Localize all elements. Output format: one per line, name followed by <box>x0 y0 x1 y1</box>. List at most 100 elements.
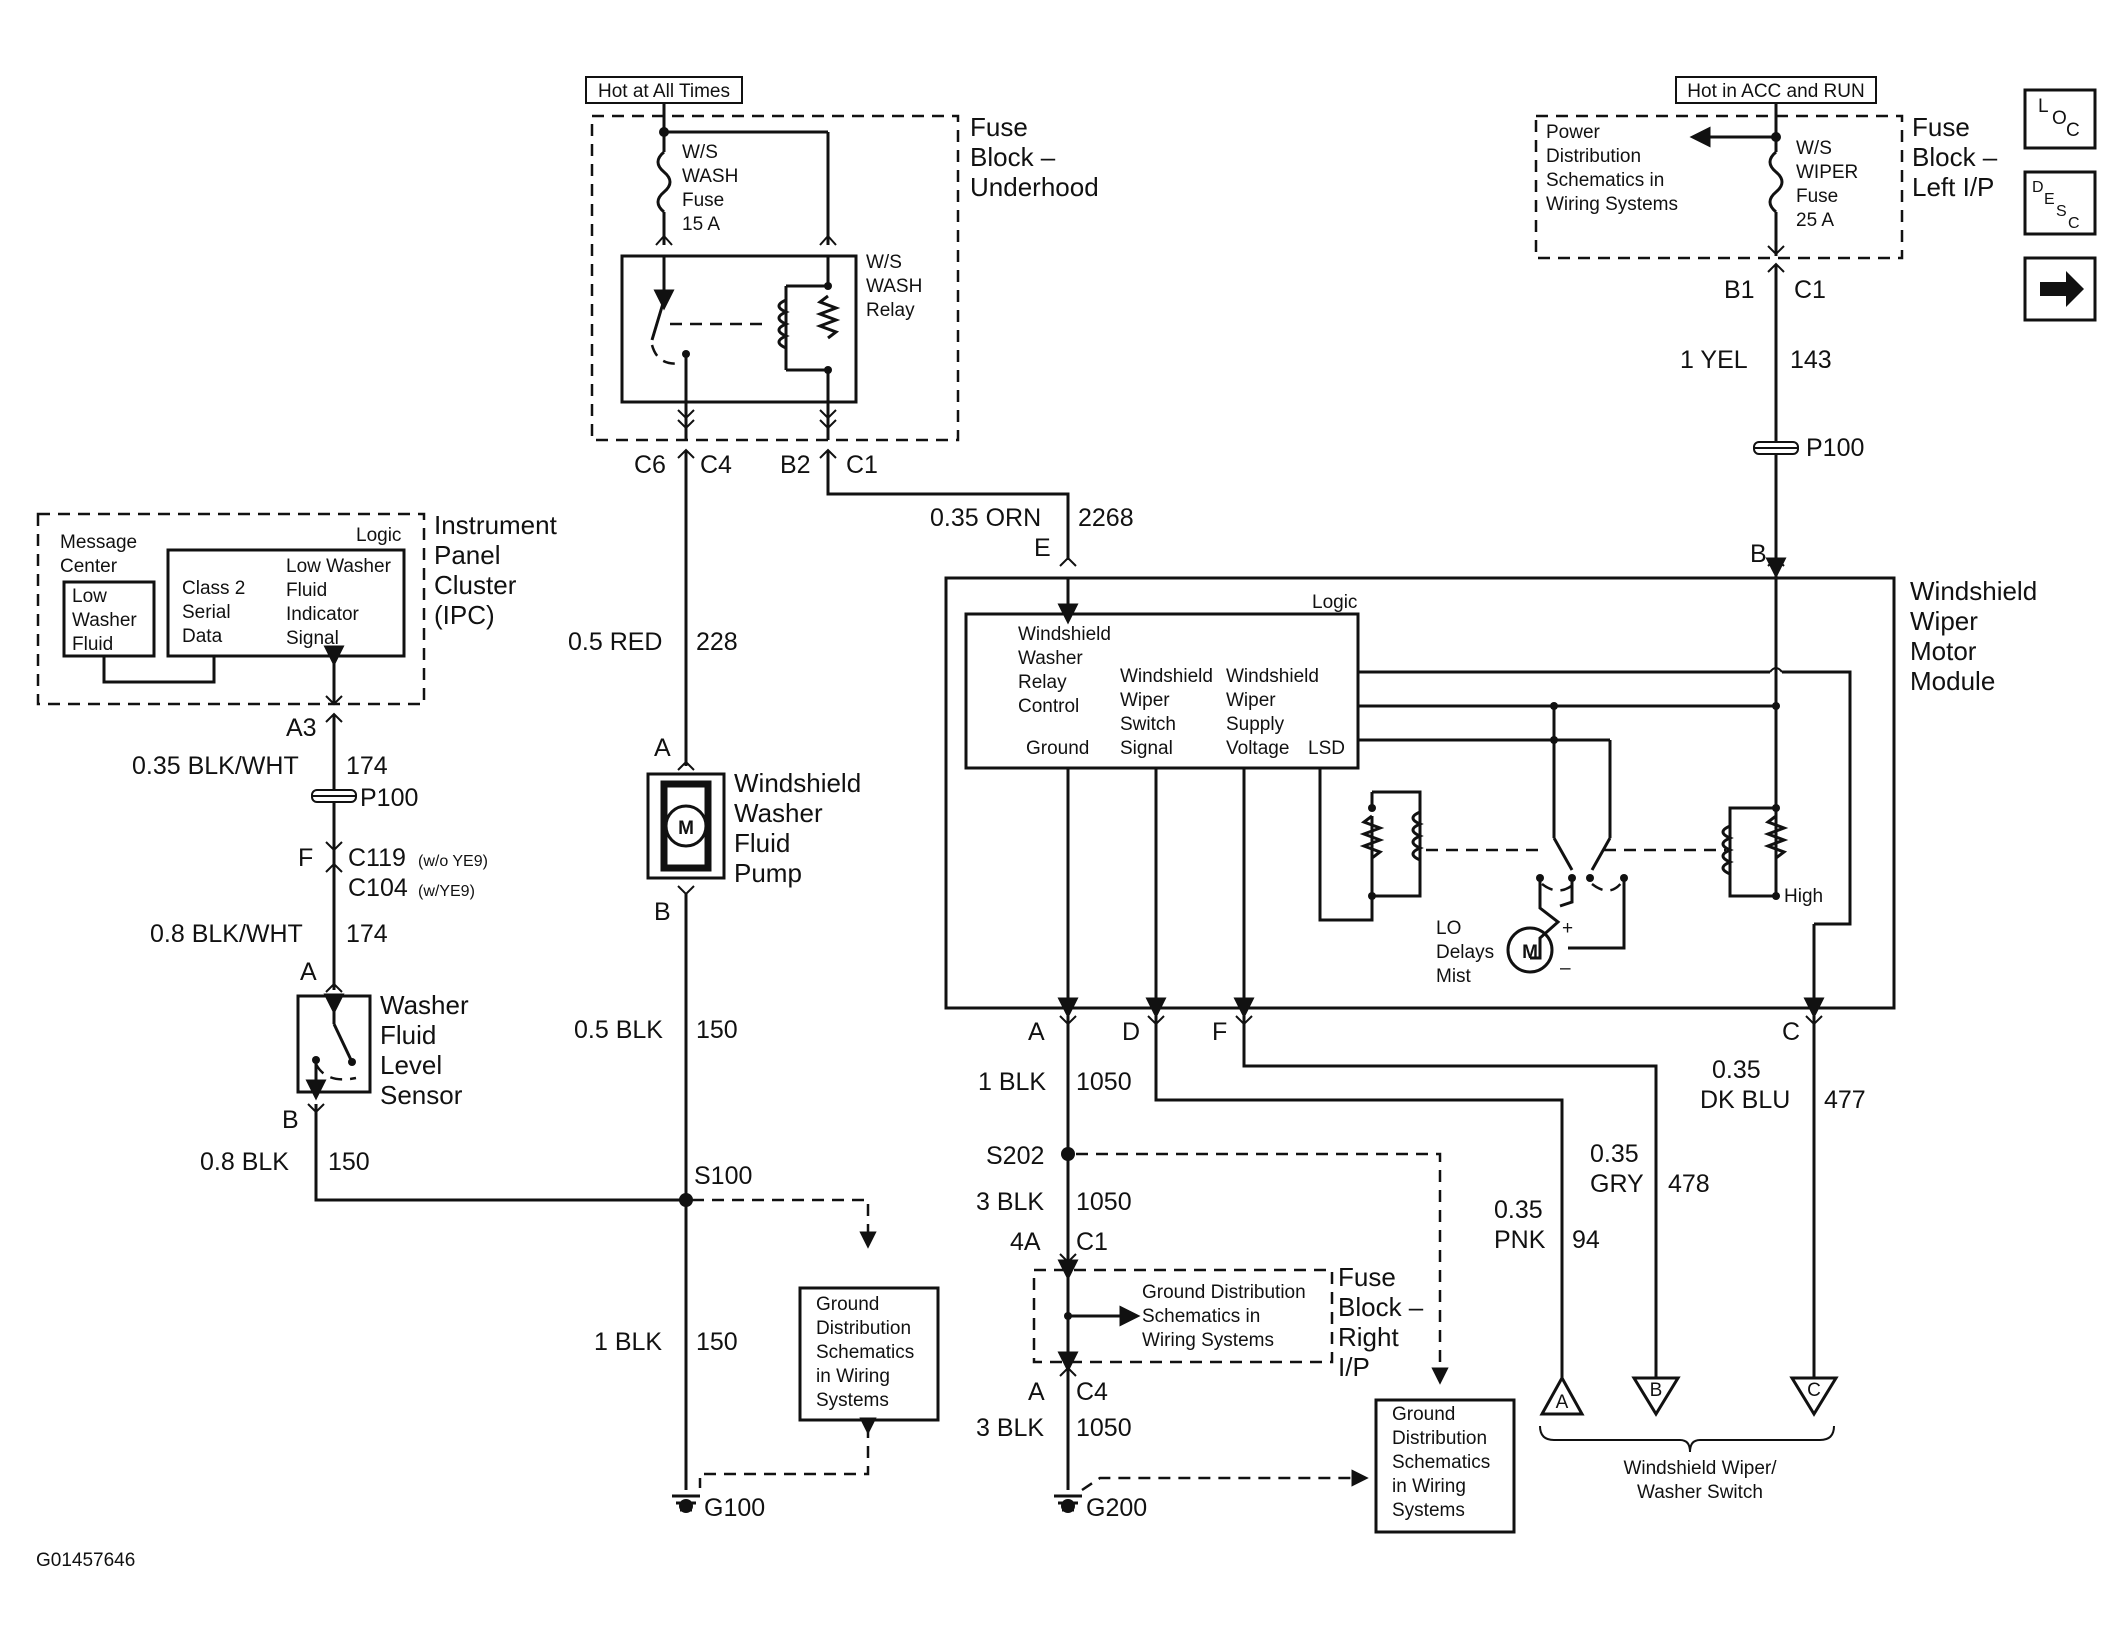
svg-text:478: 478 <box>1668 1170 1710 1198</box>
svg-text:Voltage: Voltage <box>1226 738 1289 759</box>
desc-button[interactable]: D E S C <box>2023 170 2097 236</box>
svg-text:143: 143 <box>1790 346 1832 374</box>
svg-text:D: D <box>1122 1018 1140 1046</box>
svg-text:Fuse: Fuse <box>682 190 724 211</box>
fuse-block-left-ip: Fuse Block – Left I/P Power Distribution… <box>1534 103 1998 568</box>
svg-text:Ground Distribution: Ground Distribution <box>1142 1282 1306 1303</box>
svg-text:High: High <box>1784 886 1823 907</box>
svg-text:Module: Module <box>1910 666 1995 696</box>
svg-text:Left I/P: Left I/P <box>1912 172 1994 202</box>
svg-text:15 A: 15 A <box>682 214 720 235</box>
svg-text:94: 94 <box>1572 1226 1600 1254</box>
wiper-switch-circuits: 0.35 PNK 94 0.35 GRY 478 0.35 DK BLU 477… <box>1154 1016 1866 1503</box>
svg-text:Fuse: Fuse <box>1338 1262 1396 1292</box>
svg-text:I/P: I/P <box>1338 1352 1370 1382</box>
svg-text:Message: Message <box>60 532 137 553</box>
svg-text:C4: C4 <box>700 451 732 479</box>
loc-button[interactable]: L O C <box>2023 88 2097 150</box>
svg-text:B: B <box>654 898 671 926</box>
g100-ground-icon <box>672 1494 700 1513</box>
svg-text:Ground: Ground <box>1026 738 1089 759</box>
svg-text:Ground: Ground <box>816 1294 879 1315</box>
module-output-pins: A D F C <box>1028 1015 1823 1046</box>
svg-text:0.5 RED: 0.5 RED <box>568 628 662 656</box>
svg-text:Data: Data <box>182 626 223 647</box>
svg-text:Instrument: Instrument <box>434 510 558 540</box>
svg-text:Class 2: Class 2 <box>182 578 245 599</box>
svg-text:C6: C6 <box>634 451 666 479</box>
figure-id: G01457646 <box>36 1550 135 1571</box>
svg-text:–: – <box>1560 958 1571 979</box>
terminal-a-icon <box>1539 1374 1585 1416</box>
svg-text:Wiring Systems: Wiring Systems <box>1142 1330 1274 1351</box>
terminal-b-icon <box>1631 1376 1681 1417</box>
svg-text:Ground: Ground <box>1392 1404 1455 1425</box>
svg-text:0.35: 0.35 <box>1494 1196 1543 1224</box>
svg-text:Distribution: Distribution <box>816 1318 911 1339</box>
svg-text:Low Washer: Low Washer <box>286 556 392 577</box>
svg-text:Distribution: Distribution <box>1546 146 1641 167</box>
svg-text:DK BLU: DK BLU <box>1700 1086 1790 1114</box>
svg-text:Pump: Pump <box>734 858 802 888</box>
svg-text:E: E <box>1034 534 1051 562</box>
next-page-button[interactable] <box>2023 256 2097 322</box>
svg-text:Windshield Wiper/: Windshield Wiper/ <box>1623 1458 1777 1479</box>
svg-text:Schematics: Schematics <box>816 1342 914 1363</box>
svg-text:Washer: Washer <box>380 990 469 1020</box>
svg-text:Fluid: Fluid <box>72 634 113 655</box>
washer-pump-circuit: 0.5 RED 228 A M Windshield Washer Fluid … <box>568 470 940 1522</box>
low-washer-fluid-message <box>62 580 156 658</box>
svg-text:Washer: Washer <box>1018 648 1083 669</box>
svg-text:1050: 1050 <box>1076 1414 1132 1442</box>
module-ground-circuit: 1 BLK 1050 S202 3 BLK 1050 4A C1 Fuse Bl… <box>976 1016 1516 1534</box>
svg-text:Signal: Signal <box>286 628 339 649</box>
svg-text:Underhood: Underhood <box>970 172 1099 202</box>
svg-text:1 YEL: 1 YEL <box>1680 346 1748 374</box>
svg-text:Fluid: Fluid <box>734 828 790 858</box>
svg-text:Wiper: Wiper <box>1120 690 1170 711</box>
svg-text:Sensor: Sensor <box>380 1080 463 1110</box>
right-arrow-icon <box>2040 271 2084 307</box>
loc-icon: L <box>2038 96 2049 117</box>
svg-text:A: A <box>654 734 671 762</box>
svg-text:Schematics in: Schematics in <box>1142 1306 1260 1327</box>
svg-text:Distribution: Distribution <box>1392 1428 1487 1449</box>
svg-text:A: A <box>1028 1018 1045 1046</box>
svg-text:C1: C1 <box>1076 1228 1108 1256</box>
switch-brace <box>1539 1425 1835 1453</box>
svg-text:S100: S100 <box>694 1162 752 1190</box>
svg-text:Block –: Block – <box>1338 1292 1424 1322</box>
svg-text:Indicator: Indicator <box>286 604 360 625</box>
fuse-block-right-ip <box>1032 1268 1334 1364</box>
ws-wash-fuse-icon <box>656 150 672 214</box>
svg-text:(w/YE9): (w/YE9) <box>418 883 475 900</box>
hot-at-all-times-label: Hot at All Times <box>585 76 743 104</box>
svg-text:A3: A3 <box>286 714 317 742</box>
svg-text:B2: B2 <box>780 451 811 479</box>
svg-text:Fuse: Fuse <box>970 112 1028 142</box>
svg-text:PNK: PNK <box>1494 1226 1546 1254</box>
svg-text:150: 150 <box>696 1328 738 1356</box>
svg-text:150: 150 <box>328 1148 370 1176</box>
svg-text:Windshield: Windshield <box>1018 624 1111 645</box>
svg-text:W/S: W/S <box>1796 138 1832 159</box>
svg-text:228: 228 <box>696 628 738 656</box>
svg-text:Low: Low <box>72 586 107 607</box>
svg-text:0.8 BLK/WHT: 0.8 BLK/WHT <box>150 920 303 948</box>
wiper-motor-icon <box>1506 926 1554 974</box>
relay-coil-icon <box>777 298 790 350</box>
svg-text:Block –: Block – <box>1912 142 1998 172</box>
svg-text:Hot in ACC and RUN: Hot in ACC and RUN <box>1687 81 1864 102</box>
ws-wash-relay <box>620 254 858 404</box>
svg-text:Logic: Logic <box>356 525 401 546</box>
svg-text:P100: P100 <box>360 784 418 812</box>
svg-text:B1: B1 <box>1724 276 1755 304</box>
instrument-panel-cluster: Instrument Panel Cluster (IPC) Logic Mes… <box>36 510 558 706</box>
svg-text:A: A <box>1028 1378 1045 1406</box>
svg-text:Serial: Serial <box>182 602 231 623</box>
ground-distribution-ref-2 <box>1374 1398 1516 1534</box>
svg-text:B: B <box>282 1106 299 1134</box>
svg-text:Wiper: Wiper <box>1226 690 1276 711</box>
svg-text:Wiring Systems: Wiring Systems <box>1546 194 1678 215</box>
svg-text:Power: Power <box>1546 122 1601 143</box>
